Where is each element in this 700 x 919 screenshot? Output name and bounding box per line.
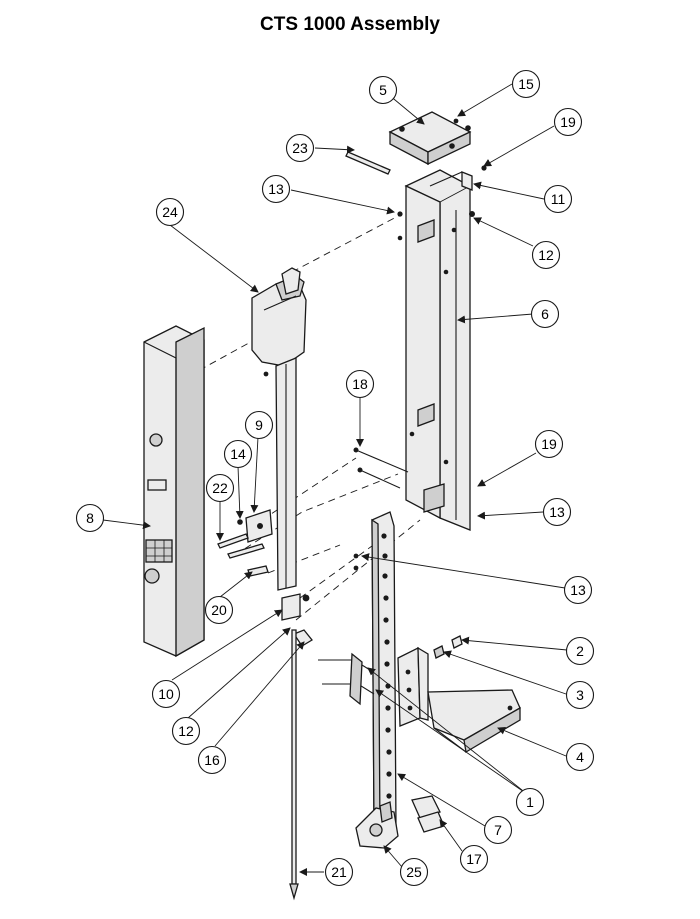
callout-2: 2	[565, 636, 595, 666]
callout-24: 24	[155, 197, 185, 227]
svg-text:16: 16	[204, 752, 220, 768]
callout-19-top: 19	[553, 107, 583, 137]
callout-1: 1	[515, 787, 545, 817]
callout-9: 9	[244, 410, 274, 440]
svg-text:23: 23	[292, 140, 308, 156]
callout-18: 18	[345, 369, 375, 399]
callout-3: 3	[565, 680, 595, 710]
svg-text:13: 13	[570, 582, 586, 598]
svg-text:19: 19	[541, 436, 557, 452]
svg-text:6: 6	[541, 306, 549, 322]
callout-23: 23	[285, 133, 315, 163]
callout-12-top: 12	[531, 240, 561, 270]
callout-13-low: 13	[563, 575, 593, 605]
callout-5: 5	[368, 75, 398, 105]
callout-14: 14	[223, 439, 253, 469]
callout-19-mid: 19	[534, 429, 564, 459]
svg-text:8: 8	[86, 510, 94, 526]
svg-text:10: 10	[158, 686, 174, 702]
svg-text:24: 24	[162, 204, 178, 220]
part-17-clip	[411, 795, 445, 833]
svg-text:12: 12	[538, 247, 554, 263]
post-pins	[318, 652, 375, 706]
svg-text:1: 1	[526, 794, 534, 810]
svg-text:21: 21	[331, 864, 347, 880]
part-8-housing	[143, 325, 205, 658]
callout-16: 16	[197, 745, 227, 775]
callout-13-top: 13	[261, 174, 291, 204]
part-24-actuator	[251, 267, 307, 591]
svg-text:13: 13	[549, 504, 565, 520]
svg-text:12: 12	[178, 723, 194, 739]
callout-10: 10	[151, 679, 181, 709]
svg-text:11: 11	[551, 191, 566, 207]
svg-text:18: 18	[352, 376, 368, 392]
svg-text:25: 25	[406, 864, 422, 880]
leader-lines	[102, 83, 568, 876]
svg-text:13: 13	[268, 181, 284, 197]
callout-7: 7	[483, 815, 513, 845]
part-4-hitch-bracket	[397, 646, 521, 754]
part-11-bracket	[461, 165, 487, 191]
callout-12-low: 12	[171, 716, 201, 746]
svg-text:4: 4	[576, 749, 584, 765]
callout-11: 11	[543, 184, 573, 214]
svg-text:22: 22	[212, 480, 228, 496]
callout-17: 17	[459, 844, 489, 874]
svg-text:9: 9	[255, 417, 263, 433]
callout-22: 22	[205, 473, 235, 503]
callout-6: 6	[530, 299, 560, 329]
svg-text:14: 14	[230, 446, 246, 462]
part-25-base-foot	[355, 801, 399, 849]
callout-25: 25	[399, 857, 429, 887]
svg-text:15: 15	[518, 76, 534, 92]
part-18-bolts	[353, 447, 409, 489]
callout-8: 8	[75, 503, 105, 533]
part-9-bracket-hardware	[217, 509, 273, 559]
part-10-clevis	[247, 565, 313, 647]
callout-15: 15	[511, 69, 541, 99]
svg-text:19: 19	[560, 114, 576, 130]
callout-13-right: 13	[542, 497, 572, 527]
callout-21: 21	[324, 857, 354, 887]
callout-20: 20	[204, 595, 234, 625]
part-21-rod	[289, 629, 299, 901]
callout-4: 4	[565, 742, 595, 772]
svg-text:20: 20	[211, 602, 227, 618]
svg-text:3: 3	[576, 687, 584, 703]
svg-text:7: 7	[494, 822, 502, 838]
part-23-rod	[345, 151, 391, 175]
svg-text:17: 17	[466, 851, 482, 867]
part-6-upright-frame	[397, 169, 475, 531]
svg-text:2: 2	[576, 643, 584, 659]
drawing-title: CTS 1000 Assembly	[260, 14, 440, 35]
svg-text:5: 5	[379, 82, 387, 98]
callouts: 5 15 19 23 13 11 24 12 6 18 9 19 14 22 1…	[75, 69, 595, 887]
part-5-top-cap	[388, 111, 472, 166]
part-2-3-hardware	[433, 635, 463, 659]
